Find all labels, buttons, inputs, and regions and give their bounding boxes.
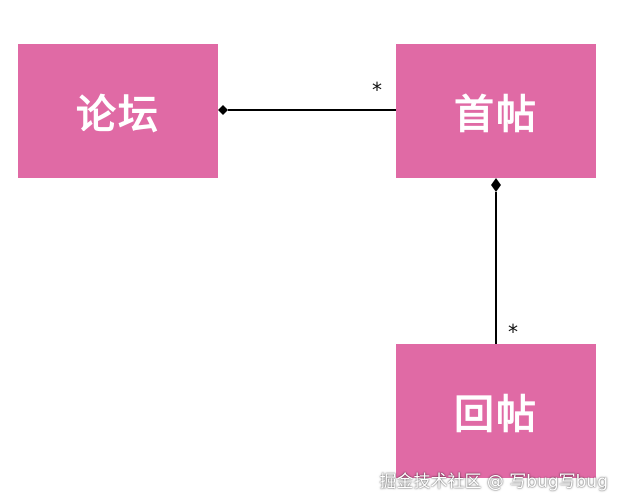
- node-post: 首帖: [396, 44, 596, 178]
- composition-diamond-forum: [218, 105, 228, 115]
- node-post-label: 首帖: [454, 92, 538, 138]
- composition-diamond-post: [491, 178, 501, 192]
- multiplicity-reply: *: [508, 320, 518, 344]
- node-reply-label: 回帖: [454, 392, 538, 438]
- node-reply: 回帖: [396, 344, 596, 478]
- node-forum-label: 论坛: [76, 92, 160, 138]
- node-forum: 论坛: [18, 44, 218, 178]
- watermark: 掘金技术社区 @ 写bug写bug: [379, 472, 608, 492]
- multiplicity-post: *: [372, 78, 382, 102]
